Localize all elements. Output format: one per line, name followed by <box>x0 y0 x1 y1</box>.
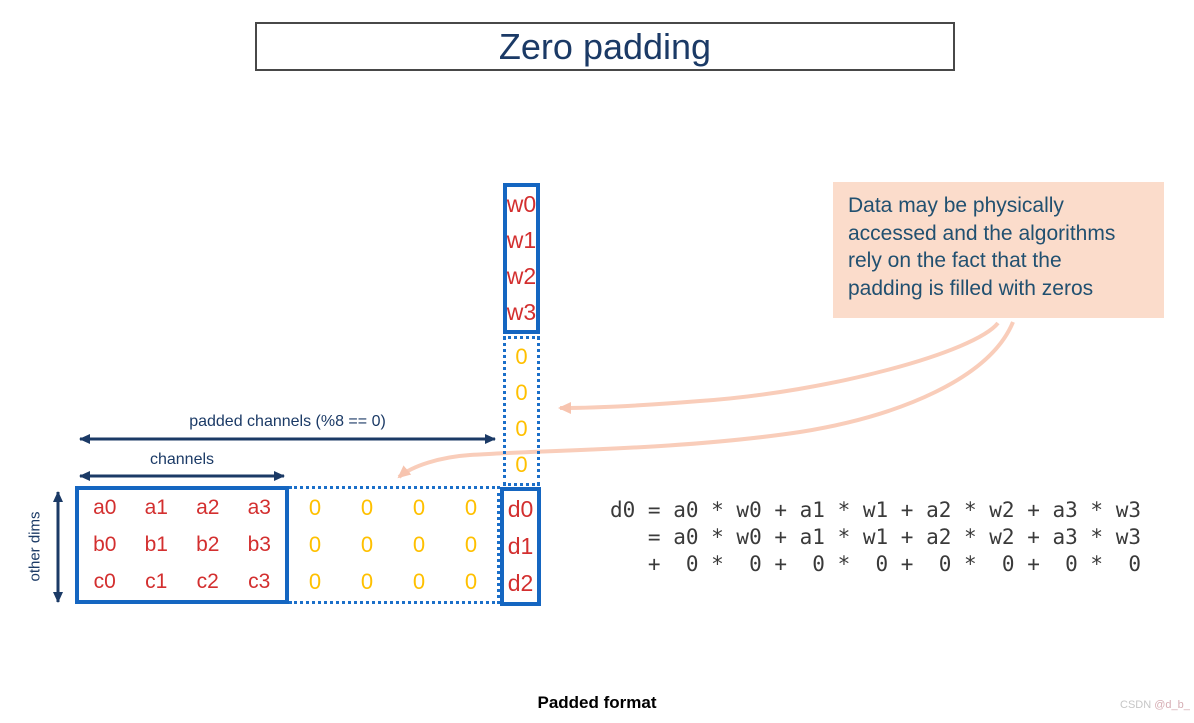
matrix-cell: c2 <box>196 569 219 593</box>
padding-zero-cell: 0 <box>515 416 528 441</box>
padding-zero-cell: 0 <box>412 569 426 595</box>
matrix-cell: c1 <box>145 569 168 593</box>
weight-cell: w1 <box>506 227 537 254</box>
matrix-cell: b0 <box>93 532 117 556</box>
dot-product-equations: d0 = a0 * w0 + a1 * w1 + a2 * w2 + a3 * … <box>610 497 1141 578</box>
other-dims-label-wrap: other dims <box>24 486 46 606</box>
padding-zero-cell: 0 <box>464 569 478 595</box>
padding-zero-cell: 0 <box>412 531 426 557</box>
callout-to-padding-matrix-arrow <box>397 321 1015 479</box>
equation-line: + 0 * 0 + 0 * 0 + 0 * 0 + 0 * 0 <box>610 552 1142 576</box>
watermark-handle: @d_b_ <box>1154 699 1190 711</box>
equation-line: d0 = a0 * w0 + a1 * w1 + a2 * w2 + a3 * … <box>610 498 1142 522</box>
padding-zero-cell: 0 <box>308 494 322 520</box>
watermark-site: CSDN <box>1120 699 1152 711</box>
padded-channels-label: padded channels (%8 == 0) <box>189 413 386 430</box>
padding-zero-cell: 0 <box>308 569 322 595</box>
slide-title: Zero padding <box>498 25 712 67</box>
data-matrix: a0 a1 a2 a3 b0 b1 b2 b3 c0 c1 c2 c3 <box>75 486 289 604</box>
output-cell: d2 <box>507 570 534 596</box>
callout-line: accessed and the algorithms <box>848 221 1116 245</box>
weight-cell: w3 <box>506 298 537 325</box>
matrix-cell: a3 <box>247 496 271 520</box>
padding-zero-cell: 0 <box>308 531 322 557</box>
matrix-cell: b1 <box>144 532 168 556</box>
output-cell: d1 <box>507 533 534 559</box>
slide-title-box: Zero padding <box>255 22 955 71</box>
matrix-cell: b2 <box>196 532 220 556</box>
padding-zero-cell: 0 <box>360 494 374 520</box>
weights-column: w0 w1 w2 w3 <box>503 183 540 334</box>
padding-zero-cell: 0 <box>412 494 426 520</box>
padding-zero-cell: 0 <box>360 569 374 595</box>
padding-zero-cell: 0 <box>515 344 528 369</box>
weight-cell: w0 <box>506 191 537 218</box>
callout-line: padding is filled with zeros <box>848 276 1094 300</box>
slide-caption: Padded format <box>537 693 657 712</box>
output-column: d0 d1 d2 <box>500 487 541 606</box>
output-cell: d0 <box>507 496 534 522</box>
padding-zero-cell: 0 <box>515 380 528 405</box>
matrix-cell: a0 <box>93 496 117 520</box>
equation-line: = a0 * w0 + a1 * w1 + a2 * w2 + a3 * w3 <box>610 525 1142 549</box>
callout-line: rely on the fact that the <box>848 249 1062 272</box>
padding-matrix: 0 0 0 0 0 0 0 0 0 0 0 0 <box>289 486 500 604</box>
padding-zero-cell: 0 <box>515 452 528 477</box>
matrix-cell: c3 <box>248 569 271 593</box>
callout-line: Data may be physically <box>848 194 1064 217</box>
padding-zero-cell: 0 <box>464 494 478 520</box>
matrix-cell: c0 <box>93 569 116 593</box>
padding-zero-cell: 0 <box>360 531 374 557</box>
matrix-cell: a2 <box>196 496 220 520</box>
watermark: CSDN @d_b_ <box>1120 699 1190 711</box>
zero-padding-callout: Data may be physically accessed and the … <box>833 182 1164 318</box>
callout-to-weights-padding-arrow <box>558 321 1000 414</box>
other-dims-label: other dims <box>26 510 44 582</box>
padding-zero-cell: 0 <box>464 531 478 557</box>
channels-label: channels <box>149 451 215 468</box>
weights-padding-column: 0 0 0 0 <box>503 336 540 486</box>
matrix-cell: a1 <box>144 496 168 520</box>
matrix-cell: b3 <box>247 532 271 556</box>
weight-cell: w2 <box>506 262 537 289</box>
